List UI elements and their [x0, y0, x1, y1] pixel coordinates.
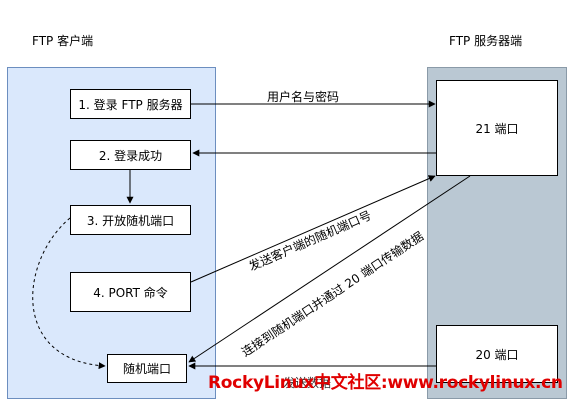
connect-data-arrow: [188, 175, 471, 363]
dashed-curve: [32, 217, 106, 370]
login-success-box: 2. 登录成功: [70, 140, 191, 170]
credentials-label: 用户名与密码: [267, 90, 340, 104]
login-ftp-server-box: 1. 登录 FTP 服务器: [70, 89, 191, 119]
port-20-box: 20 端口: [436, 325, 558, 383]
client-title: FTP 客户端: [32, 34, 94, 48]
port-command-box: 4. PORT 命令: [70, 272, 191, 312]
site-watermark: RockyLinux中文社区:www.rockylinux.cn: [208, 373, 563, 393]
server-title: FTP 服务器端: [449, 34, 523, 48]
port20-edge-label: 发送数据: [283, 376, 332, 390]
port-21-box: 21 端口: [436, 80, 558, 176]
open-random-port-box: 3. 开放随机端口: [70, 205, 191, 235]
send-port-arrow: [190, 175, 436, 283]
random-port-box: 随机端口: [107, 354, 187, 383]
